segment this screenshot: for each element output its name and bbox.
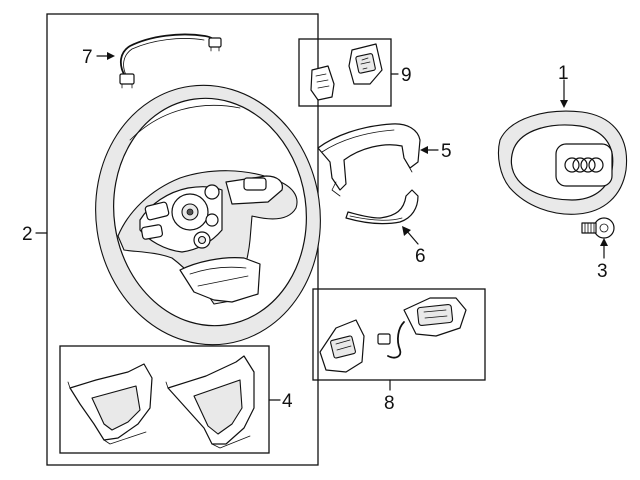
callout-2: 2 — [22, 224, 33, 245]
upper-trim-5 — [317, 123, 421, 197]
callout-7: 7 — [82, 47, 93, 68]
audi-rings-logo — [555, 143, 613, 187]
callout-5: 5 — [441, 141, 452, 162]
callout-8: 8 — [384, 393, 395, 414]
callout-9: 9 — [401, 65, 412, 86]
switch-module-9 — [310, 43, 383, 101]
steering-wheel — [95, 84, 321, 346]
lower-cover-left-4 — [67, 363, 153, 445]
switch-subbox-8 — [312, 288, 486, 381]
callout-6: 6 — [415, 246, 426, 267]
switch-subbox-9 — [298, 38, 392, 107]
leader-lines — [35, 52, 608, 401]
callout-3: 3 — [597, 261, 608, 282]
lower-cover-right-4 — [165, 355, 255, 449]
switch-module-8 — [319, 297, 467, 373]
callout-1: 1 — [558, 63, 569, 84]
bolt-3 — [581, 217, 615, 239]
callout-4: 4 — [282, 391, 293, 412]
wiring-harness-7 — [119, 33, 222, 89]
airbag-module-1 — [497, 110, 628, 215]
lower-trim-6 — [345, 189, 419, 225]
